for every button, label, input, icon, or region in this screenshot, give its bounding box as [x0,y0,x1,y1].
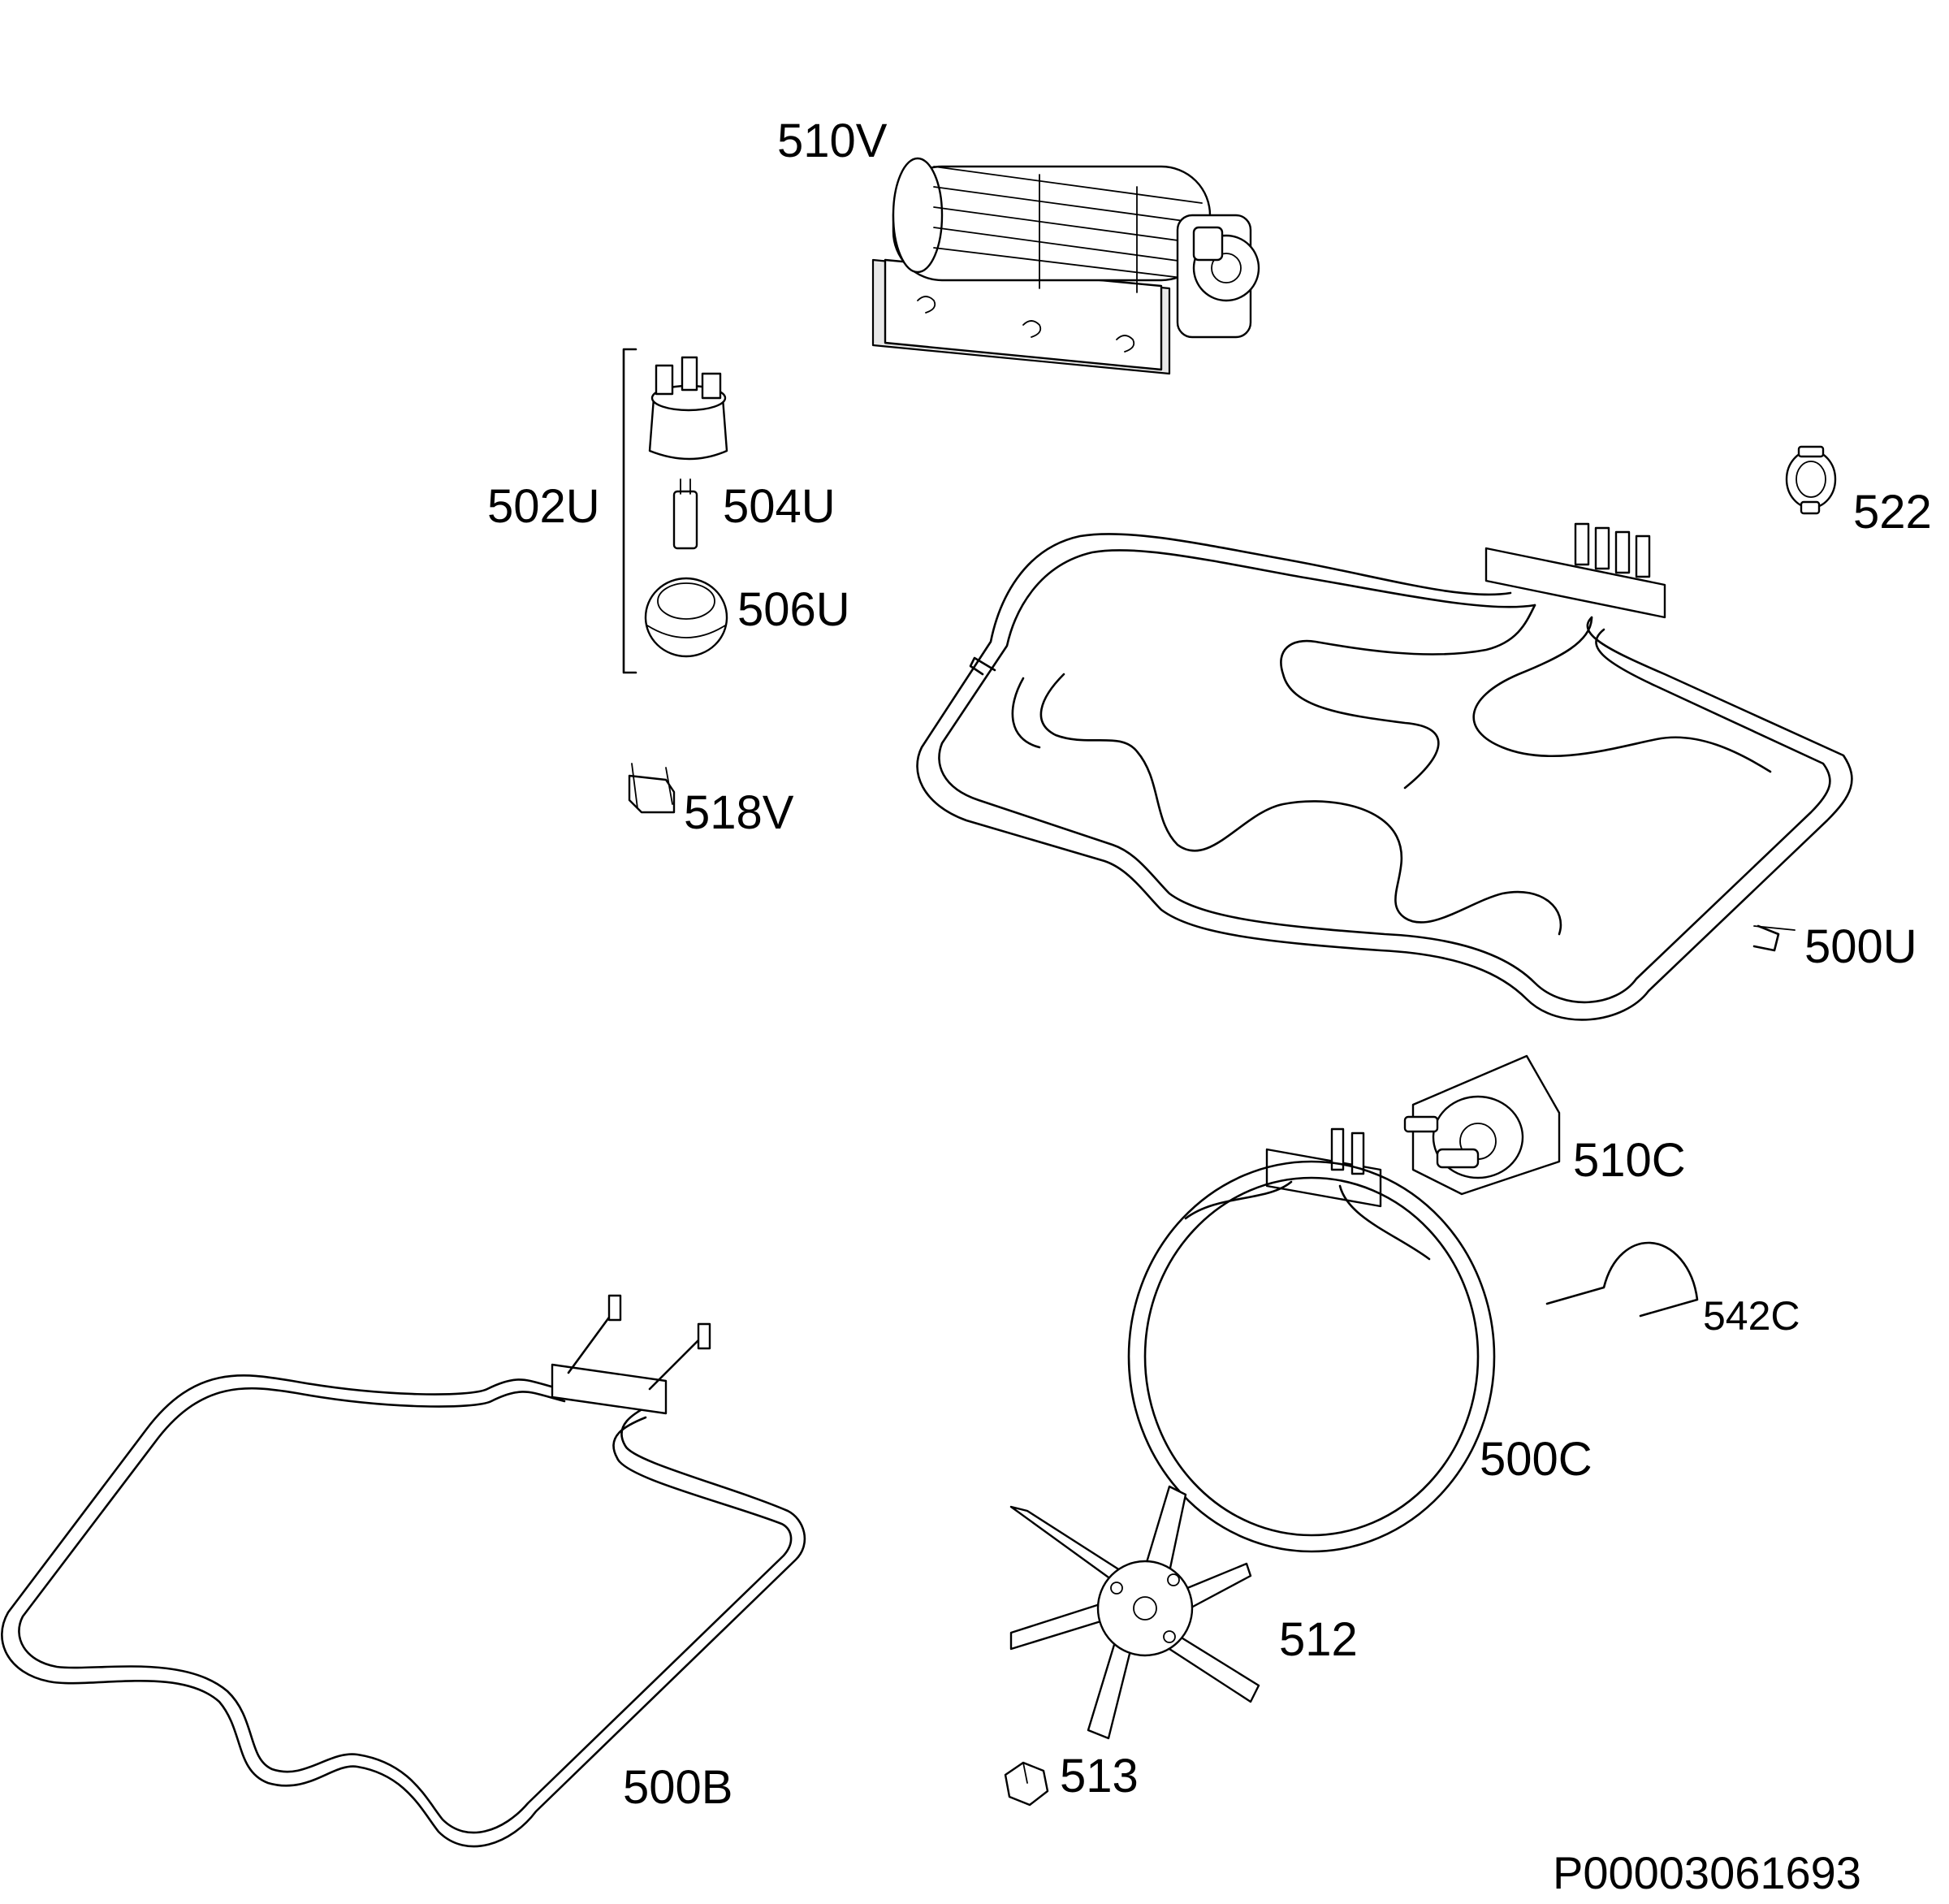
label-500U: 500U [1804,920,1917,973]
part-502U-lamp-assembly-bracket [622,348,637,674]
label-518V: 518V [684,786,794,839]
label-542C: 542C [1703,1293,1800,1339]
label-510V: 510V [777,115,888,167]
label-513: 513 [1060,1750,1139,1802]
label-504U: 504U [723,480,836,533]
part-500U-upper-heating-element [916,522,1853,1021]
part-510V-tangential-fan [871,157,1260,375]
label-500B: 500B [623,1761,733,1814]
document-code: P00003061693 [1553,1847,1861,1898]
label-510C: 510C [1573,1134,1686,1187]
part-513-nut [1004,1761,1049,1807]
leader-500U [1753,925,1796,931]
part-512-fan-blade [1009,1485,1260,1740]
part-504U-lamp-bulb [672,478,698,550]
label-506U: 506U [737,583,850,636]
part-500B-lower-heating-element [1,1294,806,1848]
label-522: 522 [1853,486,1932,539]
label-500C: 500C [1480,1433,1592,1486]
label-512: 512 [1279,1613,1358,1666]
part-506U-lamp-cover [644,577,728,658]
part-lamp-holder [648,356,728,461]
part-542C-clip [1545,1241,1699,1318]
part-500C-circular-heating-element [1127,1127,1496,1553]
part-522-clamp [1785,445,1837,515]
part-510C-fan-motor [1403,1054,1561,1196]
label-502U: 502U [487,480,600,533]
part-518V-clip [628,763,676,814]
